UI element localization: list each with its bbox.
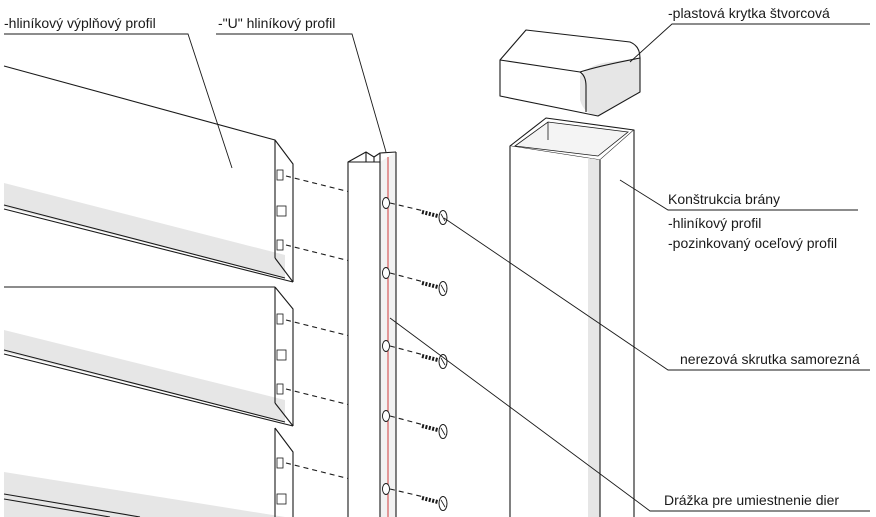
label-screw: nerezová skrutka samorezná [680,351,860,367]
screw-icon [421,354,448,369]
label-groove: Drážka pre umiestnenie dier [664,492,839,508]
screws [421,210,448,511]
slat-3-end-holes [276,457,287,505]
screw-icon [421,210,448,225]
leader-lines [4,23,870,512]
label-fill-profile: -hliníkový výplňový profil [4,15,156,31]
screw-icon [421,424,448,439]
screw-icon [421,281,448,296]
u-profile-holes [382,197,390,495]
slat-2-end-holes [276,313,287,395]
label-plastic-cap: -plastová krytka štvorcová [668,5,830,21]
slat-alignment-lines [285,175,355,481]
label-gate-construction: Konštrukcia brány [668,191,780,207]
fill-profile-slats [3,65,294,517]
plastic-cap [499,29,641,117]
fill-profile-slat-2 [3,286,294,427]
u-profile [347,151,397,517]
labels: -hliníkový výplňový profil -"U" hliníkov… [4,5,860,508]
label-aluminium-profile: -hliníkový profil [668,215,761,231]
label-u-profile: -"U" hliníkový profil [218,15,335,31]
fill-profile-slat-3 [3,427,294,517]
screw-icon [421,496,448,511]
slat-1-end-holes [276,169,287,251]
fill-profile-slat-1 [3,65,294,283]
screw-alignment-lines [389,202,425,498]
label-galvanized-profile: -pozinkovaný oceľový profil [668,235,837,251]
gate-post [509,117,635,517]
